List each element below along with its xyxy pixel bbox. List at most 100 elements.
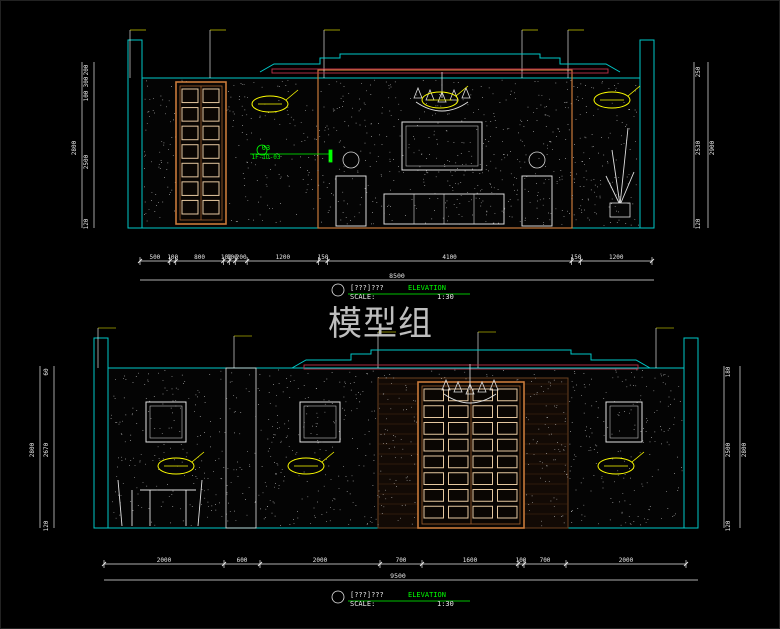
- bust-right: [528, 151, 546, 169]
- bottom-right-height: 2800: [741, 442, 748, 457]
- bottom-right-height: 2500: [725, 442, 732, 457]
- wall-texture-top: [144, 79, 639, 227]
- top_elevation.dims-slash: [173, 258, 179, 264]
- top-title-word: ELEVATION: [408, 284, 446, 292]
- top_elevation.dims-label: 100: [167, 254, 178, 261]
- door-left-top-panel: [181, 162, 199, 178]
- door-left-top-panel: [202, 125, 220, 141]
- curtain-box-bottom: [225, 367, 257, 529]
- door-left-top-panel: [202, 144, 220, 159]
- top_elevation.dims-label: 150: [571, 254, 582, 261]
- door-left-top-panel: [202, 199, 220, 215]
- callout-bottom-3-leader: [631, 451, 645, 463]
- door-center-bottom-panel: [423, 438, 444, 452]
- bottom-left-height: 2800: [29, 442, 36, 457]
- mirror-inner-top: [405, 125, 479, 167]
- bottom_elevation.dims-label: 600: [237, 557, 248, 564]
- bottom_elevation.dims-label: 1600: [463, 557, 478, 564]
- frame-right-inner: [609, 405, 639, 439]
- door-center-bottom-panel: [448, 438, 469, 452]
- top-right-height: 120: [695, 218, 702, 229]
- top-left-height: 2800: [71, 140, 78, 155]
- door-center-bottom-panel: [423, 489, 444, 502]
- bottom_elevation.dims-slash: [683, 561, 689, 567]
- door-center-bottom-panel: [472, 489, 493, 502]
- plant-top: [605, 127, 635, 206]
- top_elevation.dims-slash: [325, 258, 330, 264]
- door-center-bottom-panel: [448, 472, 469, 485]
- chandelier-bottom: [441, 364, 499, 404]
- crown-molding-top: [259, 53, 621, 74]
- top-left-height: 100: [83, 90, 90, 101]
- top_elevation.dims-label: 800: [194, 254, 205, 261]
- bottom-scale-label: SCALE:: [350, 600, 375, 608]
- bottom_elevation.dims-label: 100: [516, 557, 527, 564]
- door-left-top-panel: [202, 107, 220, 122]
- chandelier-top-shade: [461, 86, 471, 99]
- niche-frame-top: [317, 69, 573, 229]
- bottom-scale-value: 1:30: [437, 600, 454, 608]
- callout-bottom-3-ellipse: [597, 457, 635, 475]
- door-center-bottom-panel: [448, 455, 469, 469]
- section-marker-ref: 1F-ID-03: [252, 154, 281, 161]
- door-center-bottom-panel: [497, 405, 518, 418]
- door-left-top-panel: [181, 107, 199, 122]
- crown-molding-bottom-trim: [303, 364, 639, 370]
- bottom_elevation.dims-label: 2000: [313, 557, 328, 564]
- callout-bottom-2-ellipse: [287, 457, 325, 475]
- top-scale-label: SCALE:: [350, 293, 375, 301]
- section-marker-flag: [328, 149, 333, 163]
- top_elevation.dims-slash: [221, 258, 226, 264]
- callout-top-2-leader: [455, 85, 469, 97]
- door-left-top-panel: [181, 125, 199, 141]
- bottom-right-height: 180: [725, 366, 732, 377]
- door-center-bottom-panel: [448, 489, 469, 502]
- chandelier-bottom-shade: [441, 378, 451, 391]
- crown-molding-bottom: [291, 349, 651, 370]
- door-center-bottom-panel: [472, 505, 493, 519]
- door-center-bottom-panel: [472, 422, 493, 435]
- top-left-height: 120: [83, 218, 90, 229]
- bottom-title-word: ELEVATION: [408, 591, 446, 599]
- chandelier-bottom-shade: [477, 380, 487, 393]
- right-column-top: [639, 39, 655, 229]
- door-center-bottom-panel: [472, 405, 493, 418]
- bottom_elevation.dims: [101, 560, 689, 568]
- top-right-height: 2900: [709, 140, 716, 155]
- door-center-bottom-panel: [423, 388, 444, 402]
- bottom-left-height: 120: [43, 520, 50, 531]
- chandelier-bottom-shade: [489, 378, 499, 391]
- top_elevation.dims-label: 200: [236, 254, 247, 261]
- door-left-top-panel: [181, 181, 199, 196]
- top-right-height: 2530: [695, 140, 702, 155]
- callout-top-2: [421, 85, 469, 109]
- top-total-label: 8500: [389, 272, 405, 280]
- callout-bottom-1-leader: [191, 451, 205, 463]
- pedestal-left: [335, 175, 367, 227]
- door-center-bottom-panel: [423, 422, 444, 435]
- bottom_elevation.dims-label: 2000: [157, 557, 172, 564]
- top_elevation.dims-slash: [316, 258, 321, 264]
- top_elevation.dims-label: 100: [227, 254, 238, 261]
- top_elevation.dims-slash: [578, 258, 583, 264]
- bottom_elevation.dims-slash: [257, 561, 263, 567]
- left-column-bottom: [93, 337, 109, 529]
- plant-pot-top: [609, 202, 631, 218]
- frame-right-bottom: [605, 401, 643, 443]
- section-marker-id: 03: [262, 144, 270, 152]
- door-left-top-panel: [202, 162, 220, 178]
- top_elevation.dims-label: 100: [221, 254, 232, 261]
- bottom-title-line: [???]???: [350, 591, 384, 599]
- callout-bottom-3: [597, 451, 645, 475]
- bottom-total-label: 9500: [390, 572, 406, 580]
- bottom_elevation.dims-label: 700: [396, 557, 407, 564]
- bottom-left-height: 60: [43, 368, 50, 376]
- top_elevation.dims-slash: [649, 258, 655, 264]
- frame-left-inner: [149, 405, 183, 439]
- top-scale-value: 1:30: [437, 293, 454, 301]
- callout-bottom-2: [287, 451, 335, 475]
- chandelier-top-shade: [413, 86, 423, 99]
- bottom_elevation.dims-slash: [101, 561, 107, 567]
- callout-bottom-2-leader: [321, 451, 335, 463]
- top_elevation.dims-slash: [137, 258, 143, 264]
